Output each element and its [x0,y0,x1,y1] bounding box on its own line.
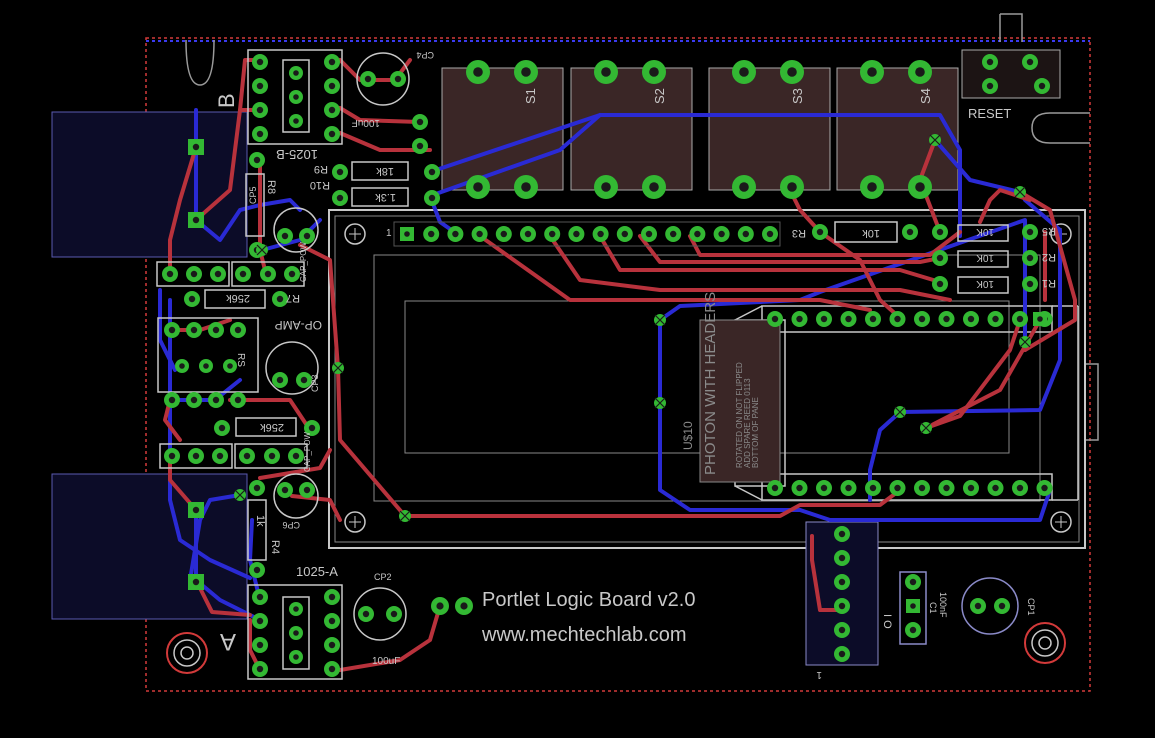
cap-pow-top [156,261,305,287]
label-mark-b: B [214,93,239,108]
label-1k: 1k [254,515,266,527]
label-header-ref: U$10 [681,421,695,450]
label-10k-b: 10K [976,226,994,237]
label-r10: R10 [310,179,330,191]
label-r3: R3 [792,227,806,239]
board-url: www.mechtechlab.com [481,624,687,646]
label-100uf: 100uF [372,656,400,667]
label-1-3k: 1.3k [375,191,396,203]
resistor-r9[interactable] [351,161,409,181]
label-256k-bot: 256k [260,421,284,433]
cap-c1[interactable] [899,571,927,645]
vias [234,134,1031,522]
label-cap-pow: CAP_POW [299,242,308,282]
label-pin-1: 1 [386,228,392,239]
cap-cp2[interactable] [353,587,407,641]
label-100uf-b: 100uF [352,117,380,128]
label-c1: C1 [928,602,938,614]
label-cp6: CP6 [282,520,300,530]
label-cp3: CP3 [310,374,320,392]
label-r4: R4 [269,540,281,554]
label-mark-a: A [220,628,236,655]
cap-cp1[interactable] [961,577,1019,635]
mounting-hole-right [1024,622,1066,664]
board-labels: S1 S2 S3 S4 RESET 1025-B 1025-A R9 R10 1… [214,50,1056,680]
cap-cp5[interactable] [273,207,319,253]
ic-opamp[interactable] [157,317,259,393]
label-r1: R1 [1042,277,1056,289]
label-rs: RS [235,353,246,367]
label-256k-top: 256k [226,292,250,304]
photon-silkscreen: PHOTON WITH HEADERS ROTATED ON NOT FLIPP… [681,292,760,475]
label-s4: S4 [918,88,933,104]
cap-cp3[interactable] [265,341,319,395]
pads [162,54,1053,677]
label-reset: RESET [968,106,1011,121]
resistor-r5[interactable] [957,224,1009,242]
label-opamp: OP-AMP [275,318,322,332]
label-r5: R5 [1042,225,1056,237]
switch-s2[interactable] [570,67,693,191]
label-cp2: CP2 [374,572,392,582]
resistor-r7[interactable] [204,289,266,309]
label-10k-d: 10K [976,278,994,289]
mounting-hole-left [166,632,208,674]
label-r7: R7 [286,292,300,304]
resistor-r10[interactable] [351,187,409,207]
label-s2: S2 [652,88,667,104]
label-io: I O [881,614,893,629]
label-cp5: CP5 [248,186,258,204]
label-18k: 18k [376,165,394,177]
cap-pow-bottom [159,443,308,469]
label-10k-c: 10K [976,252,994,263]
label-r9: R9 [314,163,328,175]
label-header-line-4: BOTTOM OF PANE [751,397,760,468]
resistor-r1[interactable] [957,276,1009,294]
label-header-line-1: PHOTON WITH HEADERS [702,292,719,475]
label-ic-a: 1025-A [296,564,338,579]
resistor-r2[interactable] [957,250,1009,268]
label-s3: S3 [790,88,805,104]
board-outline [145,13,1099,692]
label-cp4: CP4 [416,50,434,60]
label-10k: 10k [862,227,880,239]
label-s1: S1 [523,88,538,104]
label-header-line-2: ROTATED ON NOT FLIPPED [735,362,744,468]
label-cap-pow-b: CAP_POW [303,432,312,472]
cap-cp4[interactable] [356,52,410,106]
resistor-r3[interactable] [834,221,898,243]
label-header-line-3: ADD SPARE REED 0113 [743,378,752,468]
label-100nf: 100nF [938,592,948,618]
lcd-header [393,221,781,247]
label-r8: R8 [265,180,277,194]
switch-s3[interactable] [708,67,831,191]
resistor-r6[interactable] [235,417,297,437]
ic-1025-b[interactable] [247,49,343,145]
resistor-r4[interactable] [247,499,267,561]
usb-connector-top [51,111,248,258]
cap-cp6[interactable] [273,473,319,519]
board-title: Portlet Logic Board v2.0 [482,589,695,611]
label-cp1: CP1 [1026,598,1036,616]
ic-1025-a[interactable] [247,584,343,680]
switch-s4[interactable] [836,67,959,191]
label-r2: R2 [1042,251,1056,263]
label-pin-1-b: 1 [816,669,822,680]
bottom-layer-traces [158,108,1062,622]
label-ic-b: 1025-B [276,147,318,162]
resistor-r8[interactable] [245,173,265,237]
